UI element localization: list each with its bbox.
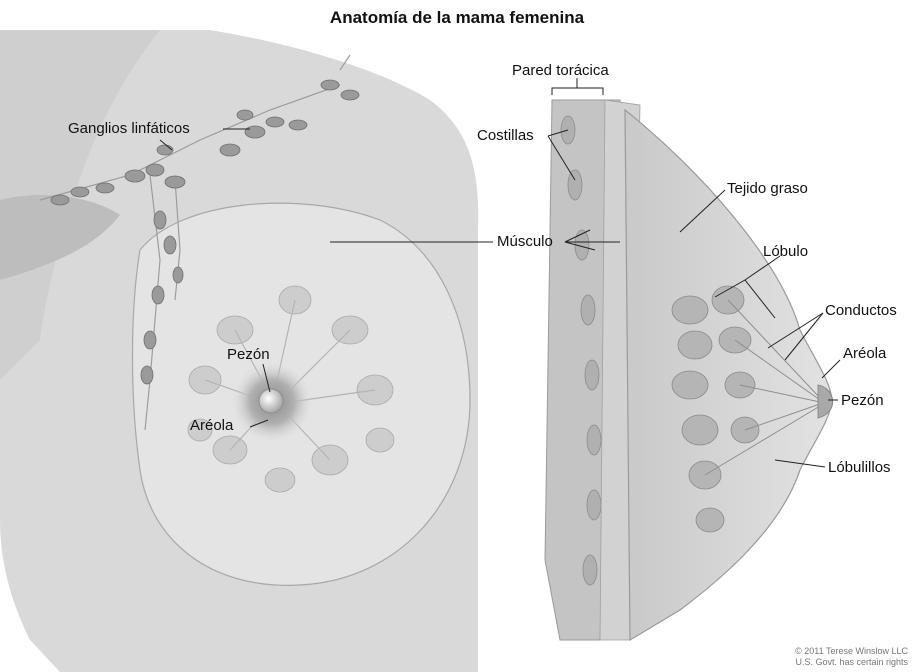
label-ganglios-linfaticos: Ganglios linfáticos: [68, 120, 190, 138]
label-lobulo: Lóbulo: [763, 243, 808, 261]
copyright-credit: © 2011 Terese Winslow LLC U.S. Govt. has…: [795, 646, 908, 668]
front-nipple: [259, 389, 283, 413]
figure-title: Anatomía de la mama femenina: [0, 8, 914, 28]
label-tejido-graso: Tejido graso: [727, 180, 808, 198]
label-lobulillos: Lóbulillos: [828, 459, 891, 477]
label-areola-side: Aréola: [843, 345, 886, 363]
label-pared-toracica: Pared torácica: [512, 62, 609, 80]
credit-line-1: © 2011 Terese Winslow LLC: [795, 646, 908, 657]
label-pezon-front: Pezón: [227, 346, 270, 364]
label-conductos: Conductos: [825, 302, 897, 320]
credit-line-2: U.S. Govt. has certain rights: [795, 657, 908, 668]
label-areola-front: Aréola: [190, 417, 233, 435]
label-costillas: Costillas: [477, 127, 534, 145]
label-musculo: Músculo: [497, 233, 553, 251]
label-pezon-side: Pezón: [841, 392, 884, 410]
